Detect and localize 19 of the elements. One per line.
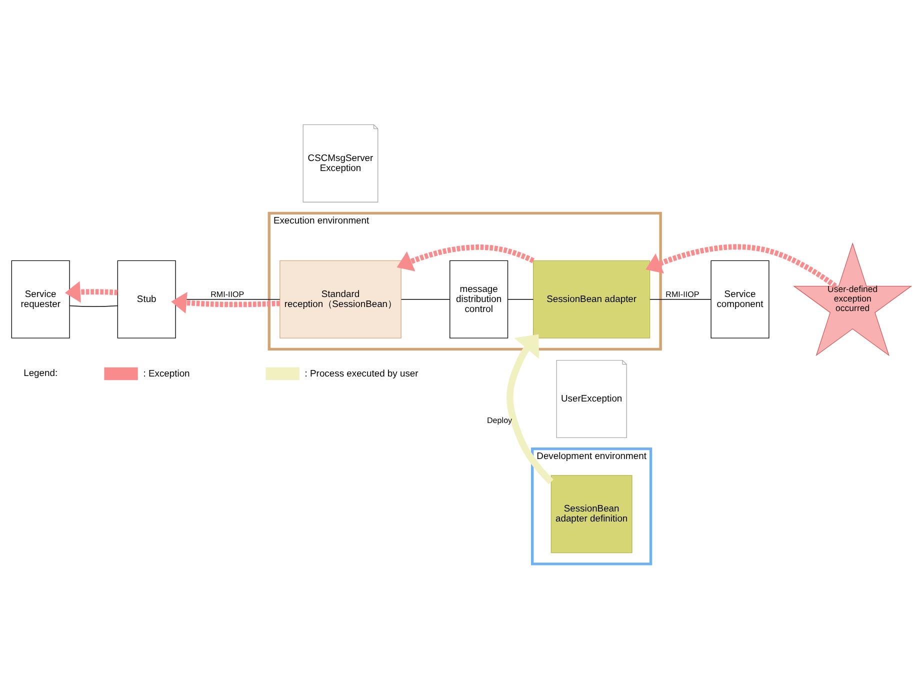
connector	[69, 304, 118, 306]
arrow	[396, 244, 534, 271]
arrow	[171, 291, 280, 314]
connector	[650, 298, 712, 300]
node-box: SessionBean adapter definition	[550, 474, 632, 553]
node-box: Stub	[117, 260, 176, 338]
arrow	[506, 334, 554, 484]
node-box: Service component	[710, 260, 770, 338]
node-box: SessionBean adapter	[533, 260, 650, 338]
connector	[400, 298, 450, 300]
connector	[508, 298, 534, 300]
legend-label: : Exception	[143, 366, 190, 378]
legend-label: : Process executed by user	[304, 366, 418, 378]
arrow	[646, 244, 837, 288]
label: Legend:	[24, 366, 58, 378]
node-box: message distribution control	[450, 260, 508, 338]
node-box: Service requester	[11, 260, 70, 338]
arrow	[64, 280, 118, 302]
node-box: Standard reception（SessionBean）	[280, 260, 402, 338]
